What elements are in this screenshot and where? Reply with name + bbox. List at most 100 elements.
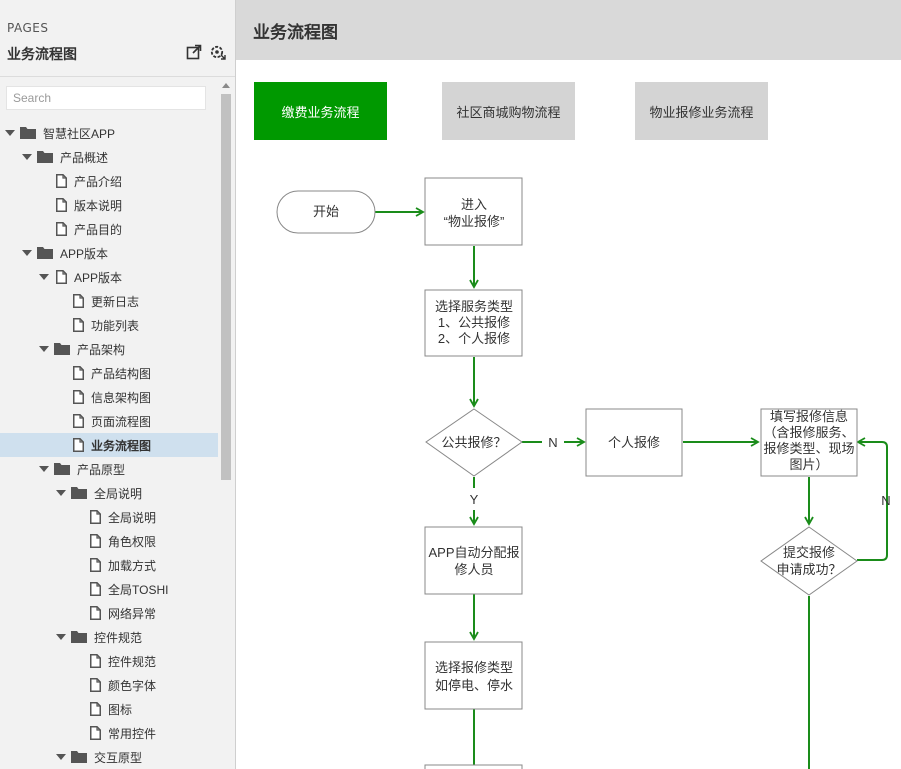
tree-item[interactable]: 全局说明 xyxy=(0,481,218,505)
node-submit-success-decision-line2: 申请成功？ xyxy=(776,562,841,577)
page-icon xyxy=(90,606,101,623)
tree-item[interactable]: 控件规范 xyxy=(0,625,218,649)
tree-item[interactable]: APP版本 xyxy=(0,265,218,289)
sidebar: PAGES 业务流程图 智慧社区APP产品概述产品介绍版本说明产品目的APP版本… xyxy=(0,0,236,769)
tree-item[interactable]: 全局TOSHI xyxy=(0,577,218,601)
tree-item[interactable]: 产品架构 xyxy=(0,337,218,361)
tree-item[interactable]: 交互原型 xyxy=(0,745,218,769)
expand-arrow-icon[interactable] xyxy=(22,250,32,256)
main-content: 业务流程图 缴费业务流程 社区商城购物流程 物业报修业务流程 xyxy=(236,0,901,769)
page-icon xyxy=(90,558,101,575)
sidebar-scrollbar[interactable] xyxy=(218,77,235,769)
node-auto-assign-line2: 修人员 xyxy=(454,562,493,577)
tree-item[interactable]: 产品介绍 xyxy=(0,169,218,193)
search-input[interactable] xyxy=(6,86,206,110)
folder-icon xyxy=(20,126,36,142)
connectors xyxy=(375,207,888,769)
tree-item[interactable]: 图标 xyxy=(0,697,218,721)
tree-item[interactable]: 颜色字体 xyxy=(0,673,218,697)
page-icon xyxy=(90,726,101,743)
expand-arrow-icon[interactable] xyxy=(56,754,66,760)
tree-item[interactable]: 控件规范 xyxy=(0,649,218,673)
tree-item-label: 颜色字体 xyxy=(108,679,157,693)
tree-item[interactable]: 更新日志 xyxy=(0,289,218,313)
tree-item[interactable]: 角色权限 xyxy=(0,529,218,553)
tab-payment-flow[interactable]: 缴费业务流程 xyxy=(254,82,387,140)
folder-icon xyxy=(54,342,70,358)
tree-item-label: 图标 xyxy=(108,703,133,717)
tree-item[interactable]: 产品原型 xyxy=(0,457,218,481)
expand-arrow-icon[interactable] xyxy=(56,490,66,496)
tab-mall-shopping-flow[interactable]: 社区商城购物流程 xyxy=(442,82,575,140)
page-icon xyxy=(73,438,84,455)
label-yes: Y xyxy=(470,492,479,507)
tree-item[interactable]: 信息架构图 xyxy=(0,385,218,409)
tree-item[interactable]: 全局说明 xyxy=(0,505,218,529)
connector-submit-retry xyxy=(856,437,888,561)
page-icon xyxy=(90,678,101,695)
node-select-service-type-line1: 选择服务类型 xyxy=(435,299,513,314)
tree-item[interactable]: 产品概述 xyxy=(0,145,218,169)
page-icon xyxy=(90,702,101,719)
tree-item[interactable]: 版本说明 xyxy=(0,193,218,217)
page-title: 业务流程图 xyxy=(253,23,338,43)
tree-item-label: 产品介绍 xyxy=(74,175,123,189)
main-header: 业务流程图 xyxy=(236,0,901,60)
node-submit-success-decision[interactable]: 提交报修 申请成功？ xyxy=(760,526,858,596)
tree-item-label: 角色权限 xyxy=(108,535,157,549)
flowchart: 开始 进入 “物业报修” 选择服务类型 1、公共报修 2、个人报修 公共报修？ … xyxy=(276,177,891,769)
tree-item-label: 产品结构图 xyxy=(91,367,152,381)
tree-item-label: APP版本 xyxy=(74,271,123,285)
page-icon xyxy=(73,294,84,311)
tree-item-label: 页面流程图 xyxy=(91,415,152,429)
tree-item[interactable]: 业务流程图 xyxy=(0,433,218,457)
tree-item-label: 业务流程图 xyxy=(91,439,152,453)
node-auto-assign[interactable]: APP自动分配报 修人员 xyxy=(424,526,523,595)
node-fill-repair-info[interactable]: 填写报修信息 （含报修服务、 报修类型、现场 图片） xyxy=(760,408,858,477)
scroll-up-icon[interactable] xyxy=(222,83,230,88)
page-icon xyxy=(56,174,67,191)
expand-arrow-icon[interactable] xyxy=(22,154,32,160)
node-start-text: 开始 xyxy=(313,204,339,219)
tree-item[interactable]: 页面流程图 xyxy=(0,409,218,433)
tree-item[interactable]: APP版本 xyxy=(0,241,218,265)
expand-arrow-icon[interactable] xyxy=(56,634,66,640)
label-retry-no: N xyxy=(881,493,890,508)
node-submit-success-decision-line1: 提交报修 xyxy=(783,545,835,560)
node-public-repair-decision[interactable]: 公共报修？ xyxy=(425,408,523,477)
tab-repair-flow[interactable]: 物业报修业务流程 xyxy=(635,82,768,140)
expand-arrow-icon[interactable] xyxy=(39,466,49,472)
expand-arrow-icon[interactable] xyxy=(39,274,49,280)
folder-icon xyxy=(37,246,53,262)
tree-item[interactable]: 智慧社区APP xyxy=(0,121,218,145)
tree-item-label: 产品架构 xyxy=(77,343,126,357)
pages-label: PAGES xyxy=(7,21,49,35)
expand-arrow-icon[interactable] xyxy=(5,130,15,136)
page-icon xyxy=(73,414,84,431)
tree-item[interactable]: 网络异常 xyxy=(0,601,218,625)
scrollbar-thumb[interactable] xyxy=(221,94,231,480)
node-enter-repair[interactable]: 进入 “物业报修” xyxy=(424,177,523,246)
tree-item-label: 全局说明 xyxy=(94,487,143,501)
tree-item[interactable]: 功能列表 xyxy=(0,313,218,337)
tree-item[interactable]: 产品结构图 xyxy=(0,361,218,385)
tree-item[interactable]: 产品目的 xyxy=(0,217,218,241)
tree-item-label: 全局TOSHI xyxy=(108,583,169,597)
node-fill-repair-info-line4: 图片） xyxy=(789,457,828,472)
tree-item-label: 加载方式 xyxy=(108,559,157,573)
node-personal-repair[interactable]: 个人报修 xyxy=(585,408,683,477)
tree-item-label: 产品概述 xyxy=(60,151,109,165)
tree-item-label: 网络异常 xyxy=(108,607,157,621)
tree-item-label: 更新日志 xyxy=(91,295,140,309)
folder-icon xyxy=(71,486,87,502)
node-select-repair-type[interactable]: 选择报修类型 如停电、停水 xyxy=(424,641,523,710)
tree-item[interactable]: 常用控件 xyxy=(0,721,218,745)
expand-arrow-icon[interactable] xyxy=(39,346,49,352)
tree-item[interactable]: 加载方式 xyxy=(0,553,218,577)
export-icon[interactable] xyxy=(186,44,202,60)
node-select-service-type-line3: 2、个人报修 xyxy=(438,331,510,346)
node-select-service-type[interactable]: 选择服务类型 1、公共报修 2、个人报修 xyxy=(424,289,523,357)
node-start[interactable]: 开始 xyxy=(276,190,376,234)
node-partial-bottom[interactable] xyxy=(424,764,523,769)
settings-icon[interactable] xyxy=(210,44,226,60)
